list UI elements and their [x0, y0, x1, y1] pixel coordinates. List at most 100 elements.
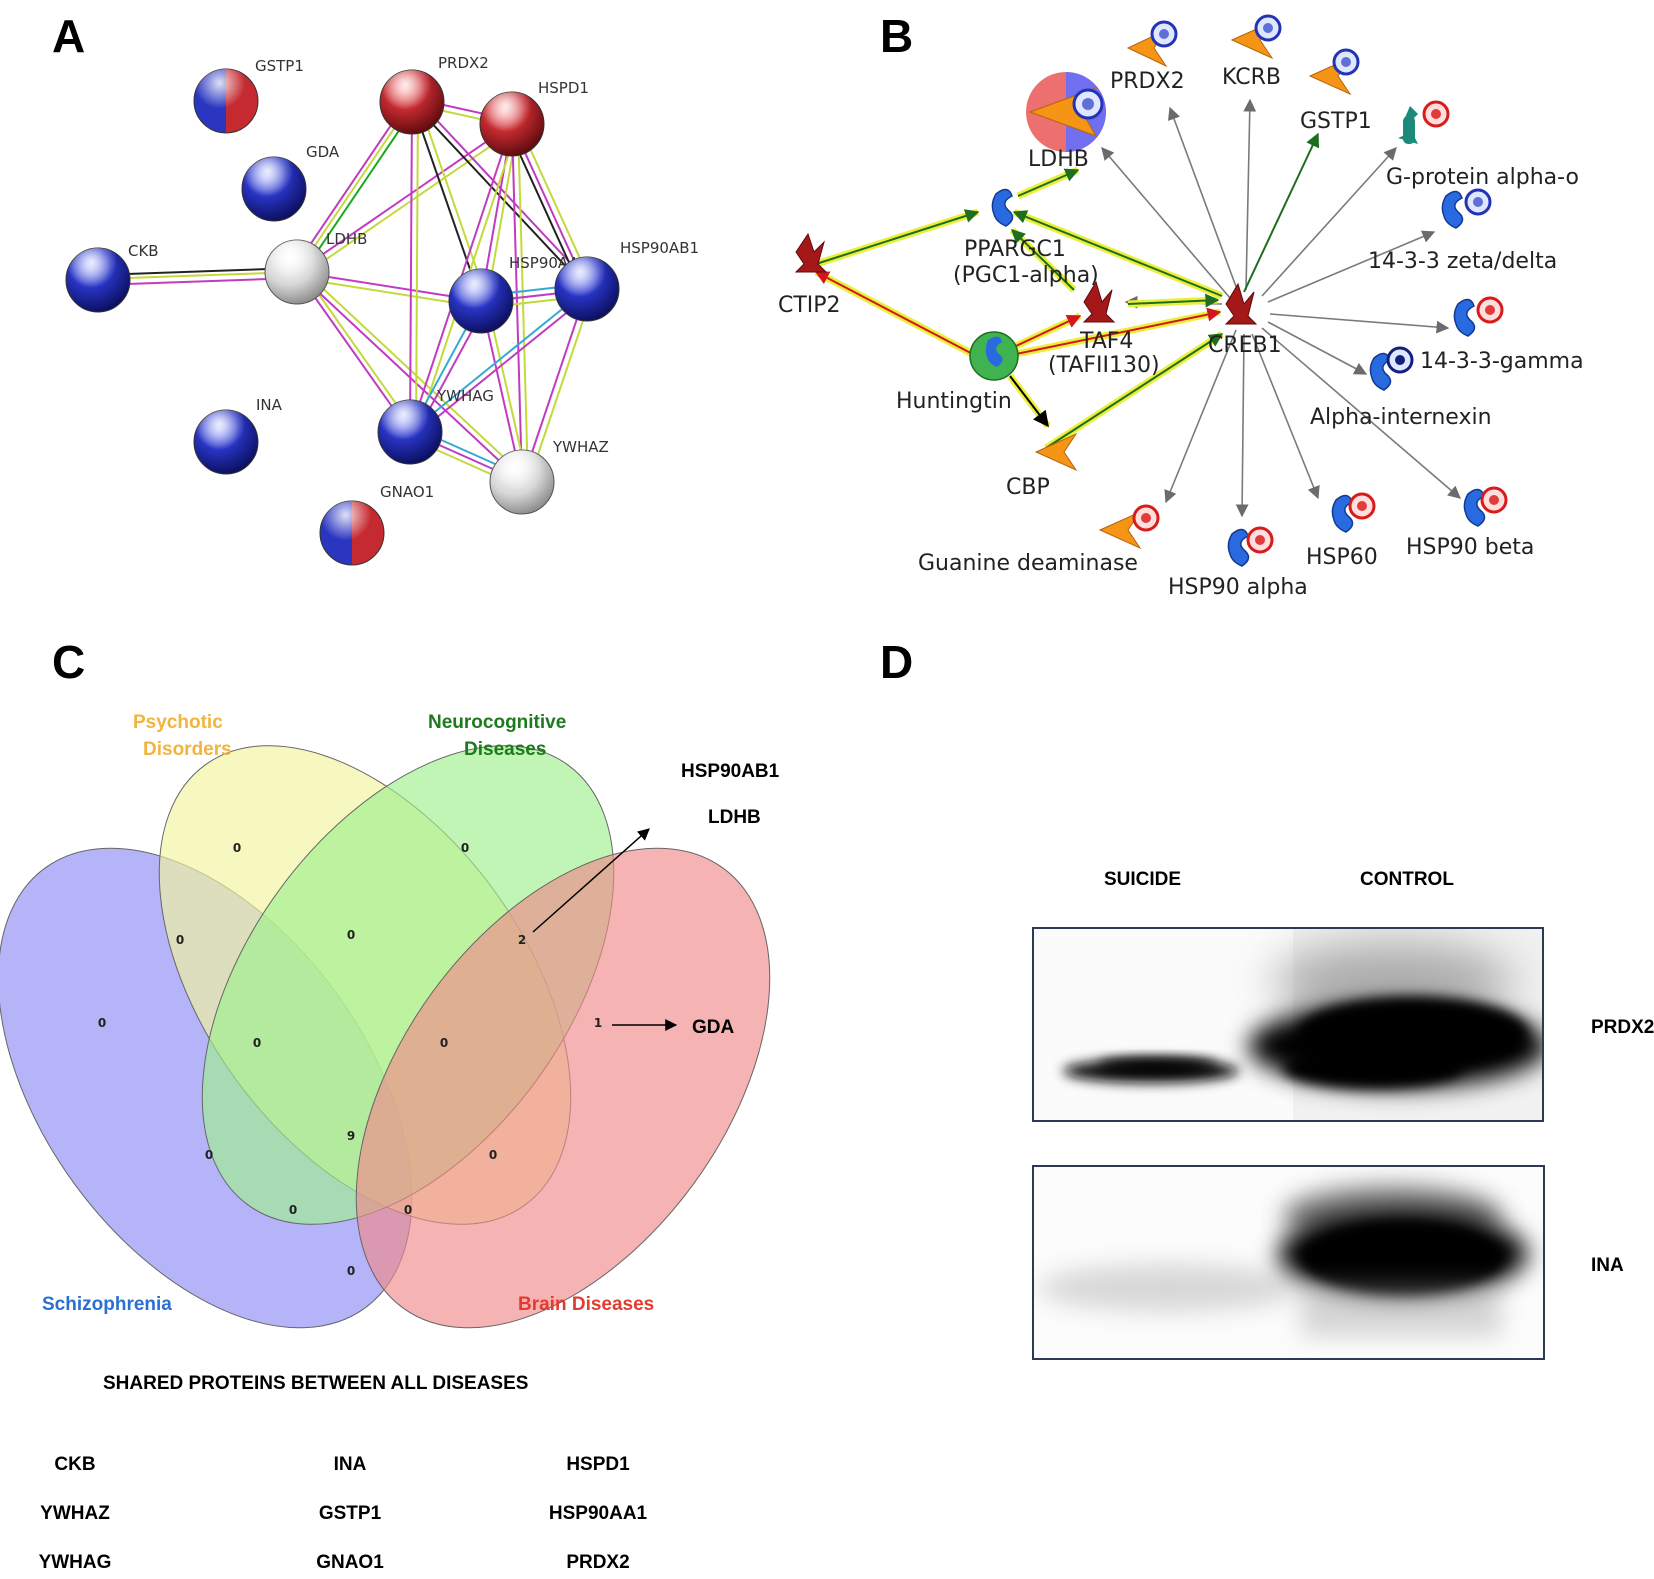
mc-label-hsp90beta: HSP90 beta: [1406, 535, 1534, 560]
mc-label-gstp1: GSTP1: [1300, 109, 1372, 134]
string-node-hsp90ab1[interactable]: HSP90AB1: [554, 239, 699, 322]
mc-label-internexin: Alpha-internexin: [1310, 405, 1492, 430]
shared-proteins-grid: CKB INA HSPD1 YWHAZ GSTP1 HSP90AA1 YWHAG…: [39, 1454, 648, 1573]
mc-node-ppargc1[interactable]: PPARGC1 (PGC1-alpha): [953, 188, 1099, 288]
string-edges: [97, 97, 594, 489]
panel-c-venn: Psychotic Disorders Neurocognitive Disea…: [0, 712, 780, 1573]
panel-a-letter: A: [52, 10, 85, 62]
mc-node-ldhb[interactable]: LDHB: [1026, 72, 1106, 172]
edge-creb1-zeta: [1267, 230, 1436, 303]
string-label-ywhag: YWHAG: [436, 387, 494, 405]
string-node-ywhag[interactable]: YWHAG: [377, 387, 494, 465]
venn-annotation-ldhb: LDHB: [708, 807, 761, 828]
edge-ppargc1-ldhb: [1017, 168, 1080, 197]
edge-huntingtin-cbp: [1009, 375, 1049, 428]
edge-ldhb-ywhaz-2: [300, 267, 527, 479]
shared-protein: HSP90AA1: [549, 1503, 648, 1524]
string-label-ckb: CKB: [128, 242, 159, 260]
edge-ckb-ldhb: [97, 271, 298, 280]
blot-ina-frame: [1032, 1165, 1545, 1360]
edge-ldhb-prdx2: [296, 101, 413, 273]
edge-hsp90ab1-ywhag: [409, 288, 588, 433]
blot-prdx2-image: [1033, 928, 1543, 1121]
panel-b-network: LDHB PRDX2 KCRB GSTP1 G-p: [778, 14, 1584, 600]
blot-label-prdx2: PRDX2: [1591, 1017, 1654, 1038]
mc-label-tafii130: (TAFII130): [1048, 353, 1160, 378]
string-node-hspd1[interactable]: HSPD1: [479, 79, 589, 157]
mc-node-prdx2[interactable]: PRDX2: [1110, 20, 1185, 94]
string-node-prdx2[interactable]: PRDX2: [379, 54, 489, 135]
mc-label-gamma: 14-3-3-gamma: [1420, 349, 1584, 374]
mc-label-hsp90alpha: HSP90 alpha: [1168, 575, 1308, 600]
mc-node-ctip2[interactable]: CTIP2: [778, 232, 841, 318]
venn-title-psychotic-2: Disorders: [143, 739, 232, 760]
mc-label-gprotein: G-protein alpha-o: [1386, 165, 1579, 190]
mc-label-kcrb: KCRB: [1222, 65, 1281, 90]
mc-node-kcrb[interactable]: KCRB: [1222, 14, 1282, 90]
string-label-ywhaz: YWHAZ: [552, 438, 609, 456]
edge-hsp90ab1-ywhag-2: [413, 292, 592, 437]
edge-ldhb-hspd1-2: [298, 129, 515, 279]
mc-node-huntingtin[interactable]: Huntingtin: [896, 331, 1019, 414]
shared-protein: CKB: [54, 1454, 95, 1475]
mc-node-hsp60[interactable]: HSP60: [1306, 492, 1378, 570]
edge-creb1-ppargc1: [1012, 210, 1223, 297]
mc-node-hsp90alpha[interactable]: HSP90 alpha: [1168, 526, 1308, 600]
edge-creb1-gprotein: [1261, 147, 1397, 297]
edge-huntingtin-taf4: [1015, 315, 1082, 347]
string-node-gda[interactable]: GDA: [241, 143, 340, 222]
panel-a-network: GSTP1 PRDX2 HSPD1 GDA CKB LDHB: [65, 54, 699, 566]
mc-label-taf4: TAF4: [1079, 329, 1133, 354]
string-node-gnao1[interactable]: GNAO1: [319, 483, 434, 566]
shared-protein: HSPD1: [566, 1454, 630, 1475]
shared-protein: GNAO1: [316, 1552, 384, 1573]
mc-activation-edges: [814, 132, 1319, 451]
mc-node-gstp1[interactable]: GSTP1: [1300, 48, 1372, 134]
mc-node-cbp[interactable]: CBP: [1006, 432, 1078, 500]
panel-b-letter: B: [880, 10, 913, 62]
edge-creb1-guanine: [1164, 329, 1237, 504]
edge-huntingtin-ctip2: [814, 271, 985, 361]
venn-count-b-y-g: 0: [253, 1036, 261, 1050]
mc-node-internexin[interactable]: Alpha-internexin: [1310, 346, 1492, 430]
mc-node-taf4[interactable]: TAF4 (TAFII130): [1048, 280, 1160, 378]
mc-label-huntingtin: Huntingtin: [896, 389, 1012, 414]
mc-node-zeta[interactable]: 14-3-3 zeta/delta: [1368, 188, 1557, 274]
blot-label-ina: INA: [1591, 1255, 1624, 1276]
venn-count-b-y: 0: [176, 933, 184, 947]
mc-label-pgc1: (PGC1-alpha): [953, 263, 1099, 288]
string-node-ldhb[interactable]: LDHB: [264, 230, 367, 305]
shared-protein: YWHAG: [39, 1552, 112, 1573]
venn-count-y-only: 0: [233, 841, 241, 855]
mc-node-guanine[interactable]: Guanine deaminase: [918, 504, 1160, 576]
edge-creb1-gamma: [1269, 313, 1450, 334]
edge-ldhb-ywhag: [296, 271, 411, 433]
edge-ctip2-ppargc1: [815, 209, 980, 265]
mc-node-creb1[interactable]: CREB1: [1208, 282, 1282, 358]
edge-creb1-kcrb: [1243, 98, 1257, 291]
mc-label-zeta: 14-3-3 zeta/delta: [1368, 249, 1557, 274]
edge-prdx2-hsp90ab1-2: [415, 97, 592, 286]
string-node-gstp1[interactable]: GSTP1: [193, 57, 304, 134]
string-node-hsp90aa1[interactable]: HSP90AA1: [448, 254, 588, 334]
string-label-hspd1: HSPD1: [538, 79, 589, 97]
mc-node-gprotein[interactable]: G-protein alpha-o: [1386, 100, 1579, 190]
shared-protein: GSTP1: [319, 1503, 382, 1524]
mc-node-gamma[interactable]: 14-3-3-gamma: [1420, 296, 1584, 374]
venn-count-g-only: 0: [461, 841, 469, 855]
edge-prdx2-hsp90aa1-2: [417, 99, 488, 300]
blot-prdx2-frame: [1032, 927, 1544, 1122]
string-label-hsp90ab1: HSP90AB1: [620, 239, 699, 257]
edge-creb1-internexin: [1267, 321, 1368, 375]
string-node-ina[interactable]: INA: [193, 396, 283, 475]
mc-label-ppargc1: PPARGC1: [964, 237, 1066, 262]
string-label-gnao1: GNAO1: [380, 483, 434, 501]
venn-count-b-g: 0: [205, 1148, 213, 1162]
venn-count-y-g: 0: [347, 928, 355, 942]
string-node-ywhaz[interactable]: YWHAZ: [489, 438, 609, 515]
venn-arrow-g-r: [532, 828, 650, 933]
string-node-ckb[interactable]: CKB: [65, 242, 159, 313]
mc-node-hsp90beta[interactable]: HSP90 beta: [1406, 486, 1534, 560]
panel-d-blot: SUICIDE CONTROL PRDX2 INA: [1032, 869, 1654, 1360]
